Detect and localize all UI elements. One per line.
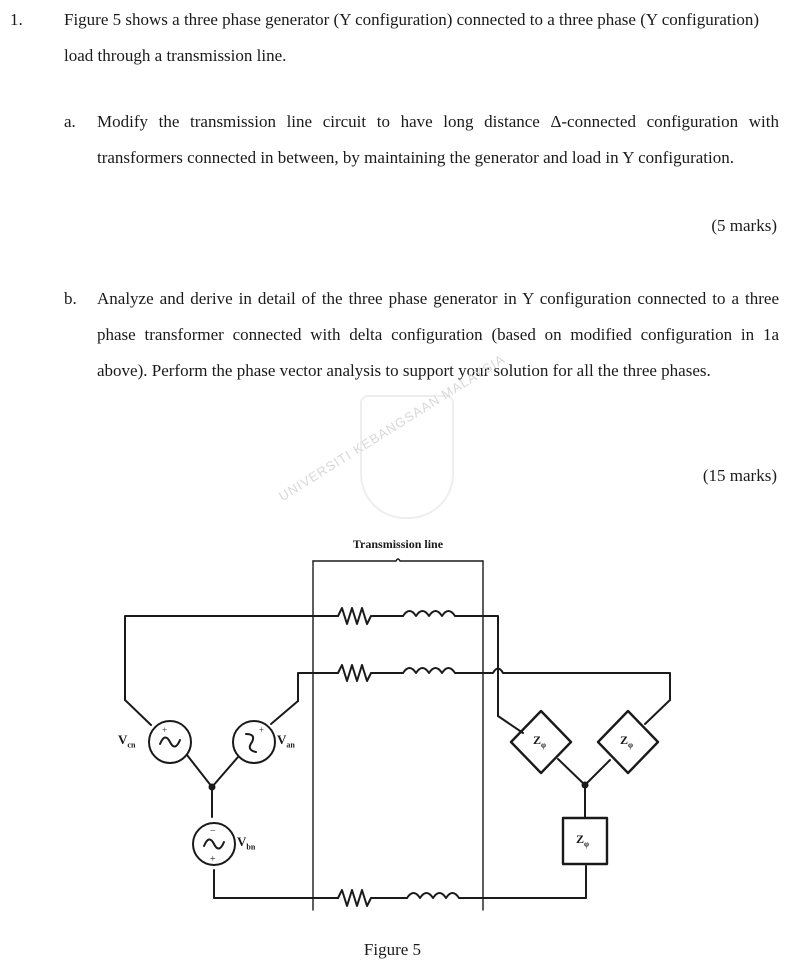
load-impedance-left-icon: [509, 709, 573, 775]
part-a-marks: (5 marks): [711, 216, 777, 235]
resistor-icon: [337, 607, 404, 625]
inductor-icon: [406, 865, 587, 899]
source-vbn-icon: − +: [192, 822, 236, 866]
label-main: V: [277, 732, 287, 747]
label-main: V: [237, 834, 247, 849]
label-main: Z: [533, 733, 542, 747]
part-b-marks: (15 marks): [702, 466, 777, 485]
source-vcn-icon: +: [148, 720, 192, 764]
load-impedance-right-icon: [596, 709, 660, 775]
svg-text:−: −: [210, 826, 216, 837]
load-label-left: Zφ: [533, 733, 546, 749]
inductor-icon: [402, 610, 499, 717]
label-sub: φ: [628, 740, 634, 750]
label-sub: φ: [541, 740, 547, 750]
line-b-wire: [297, 664, 671, 702]
generator-y-connection: [124, 699, 299, 818]
line-c-wire: [213, 865, 587, 907]
source-van-icon: +: [232, 720, 276, 764]
question-number: 1.: [10, 10, 23, 29]
label-main: Z: [620, 733, 629, 747]
part-b-text: Analyze and derive in detail of the thre…: [97, 289, 779, 380]
load-y-connection: [497, 699, 671, 819]
part-b-label: b.: [64, 289, 77, 308]
load-impedance-bottom-icon: [561, 816, 609, 866]
transmission-line-region: [312, 558, 484, 911]
question-intro: Figure 5 shows a three phase generator (…: [64, 10, 760, 65]
source-label-van: Van: [277, 732, 295, 750]
label-sub: an: [286, 740, 295, 750]
label-main: V: [118, 732, 128, 747]
university-crest-watermark: [360, 395, 454, 519]
part-a-label: a.: [64, 112, 76, 131]
part-a-text: Modify the transmission line circuit to …: [97, 112, 779, 167]
figure-caption: Figure 5: [363, 940, 422, 959]
resistor-icon: [337, 664, 404, 682]
label-main: Z: [576, 832, 585, 846]
line-a-wire: [124, 607, 499, 717]
source-label-vbn: Vbn: [237, 834, 255, 852]
transmission-line-label: Transmission line: [352, 537, 444, 551]
label-sub: bn: [246, 842, 256, 852]
svg-text:+: +: [210, 854, 216, 865]
source-label-vcn: Vcn: [118, 732, 135, 750]
svg-text:+: +: [259, 725, 264, 735]
resistor-icon: [337, 889, 408, 907]
load-label-bottom: Zφ: [576, 832, 589, 848]
svg-text:+: +: [162, 725, 167, 735]
label-sub: cn: [127, 740, 136, 750]
label-sub: φ: [584, 839, 590, 849]
load-label-right: Zφ: [620, 733, 633, 749]
inductor-icon: [402, 667, 671, 701]
